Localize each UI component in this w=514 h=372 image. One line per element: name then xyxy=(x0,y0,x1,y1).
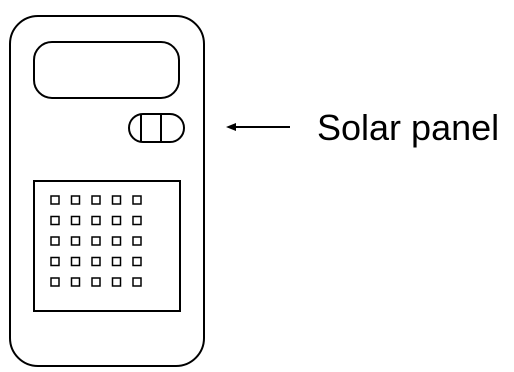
keypad-key xyxy=(70,236,81,246)
keypad-key xyxy=(91,256,101,267)
keypad-key xyxy=(91,215,101,226)
keypad-key xyxy=(111,236,122,246)
solar-panel xyxy=(128,113,185,143)
keypad-key xyxy=(50,277,60,287)
keypad-key xyxy=(132,215,142,226)
keypad-keys xyxy=(50,195,142,287)
keypad-key xyxy=(70,256,81,267)
keypad-key xyxy=(111,195,122,205)
keypad-key xyxy=(132,236,142,246)
keypad-key xyxy=(70,195,81,205)
solar-panel-label: Solar panel xyxy=(317,107,499,148)
keypad-key xyxy=(70,277,81,287)
calculator-body xyxy=(9,15,205,367)
keypad-frame xyxy=(33,180,181,312)
keypad-key xyxy=(91,277,101,287)
keypad-key xyxy=(50,256,60,267)
keypad-key xyxy=(50,236,60,246)
keypad-key xyxy=(132,256,142,267)
solar-panel-frame xyxy=(128,113,185,143)
keypad-key xyxy=(111,256,122,267)
keypad-key xyxy=(50,195,60,205)
keypad-key xyxy=(132,277,142,287)
callout-arrow-head xyxy=(226,123,236,131)
keypad-key xyxy=(132,195,142,205)
callout-arrow xyxy=(226,123,290,131)
keypad-key xyxy=(91,195,101,205)
keypad-key xyxy=(50,215,60,226)
keypad-key xyxy=(111,277,122,287)
keypad-key xyxy=(91,236,101,246)
display-screen xyxy=(33,41,180,99)
keypad-key xyxy=(111,215,122,226)
keypad-key xyxy=(70,215,81,226)
